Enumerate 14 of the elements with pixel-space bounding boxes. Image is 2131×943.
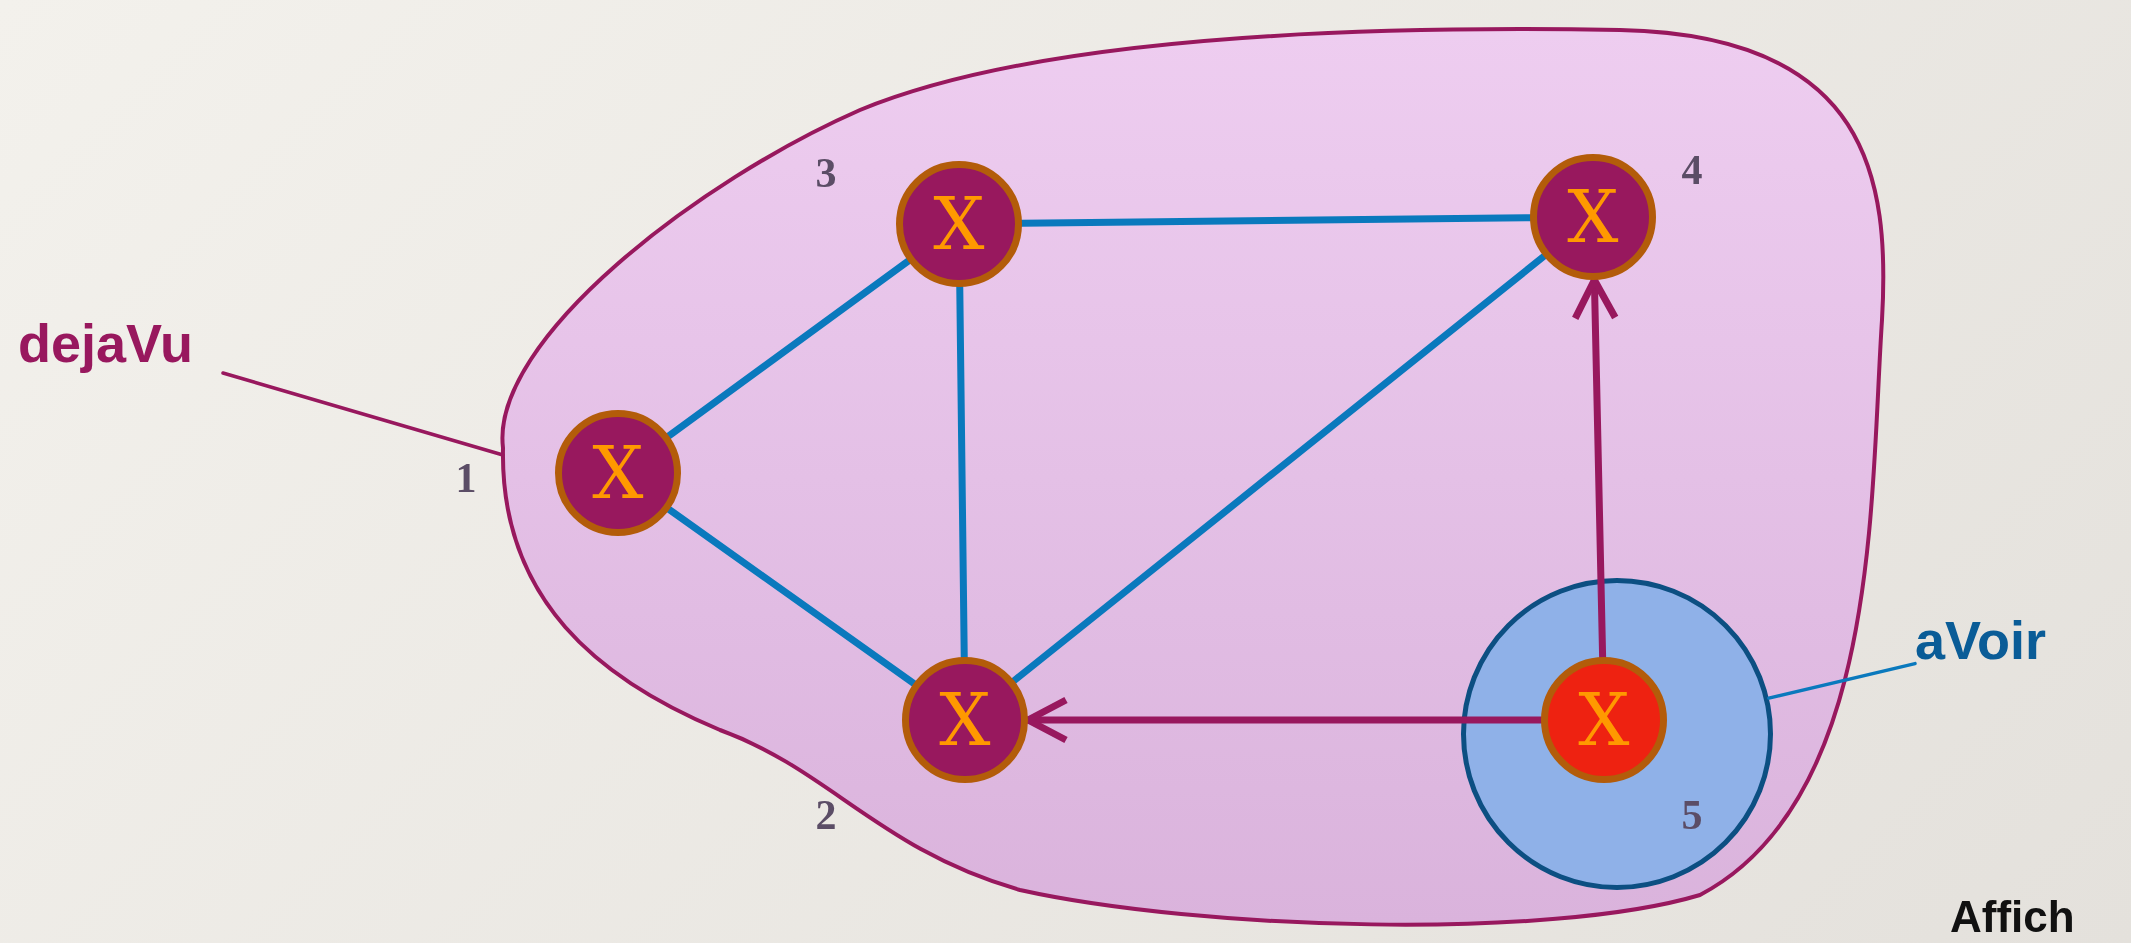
vertex-number: 5 <box>1681 794 1703 836</box>
leader-line <box>1767 661 1917 700</box>
graph-edge <box>1010 252 1548 685</box>
vertex-number: 2 <box>815 794 837 836</box>
set-circle <box>1461 578 1773 890</box>
vertex-number: 4 <box>1681 149 1703 191</box>
set-label: aVoir <box>1915 605 2115 675</box>
graph-edge <box>665 506 918 687</box>
graph-edge <box>665 257 912 440</box>
vertex-number: 1 <box>455 457 477 499</box>
note-text: Affich <box>1950 895 2075 939</box>
leader-line <box>221 371 505 457</box>
set-label: dejaVu <box>18 308 223 378</box>
vertex-number: 3 <box>815 152 837 194</box>
